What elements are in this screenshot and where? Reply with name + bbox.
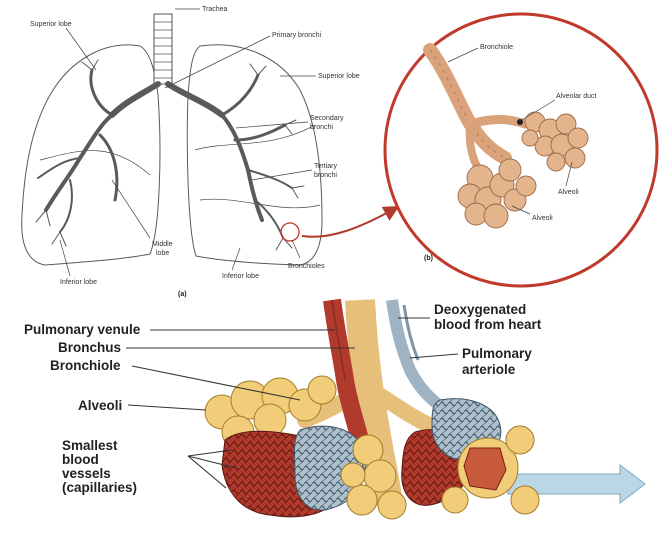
label-bronchus: Bronchus bbox=[58, 340, 121, 355]
lungs-figure-a: Trachea Primary bronchi Superior lobe Su… bbox=[22, 6, 396, 298]
label-secondary-bronchi-1: Secondary bbox=[310, 115, 344, 122]
label-tertiary-bronchi-1: Tertiary bbox=[314, 163, 337, 170]
label-middle-lobe-2: lobe bbox=[156, 250, 169, 257]
label-pulmonary-arteriole-2: arteriole bbox=[462, 362, 516, 377]
right-lung-outline bbox=[187, 45, 322, 265]
bottom-alveoli-illustration: Deoxygenated blood from heart Pulmonary … bbox=[24, 300, 645, 519]
label-pulmonary-arteriole-1: Pulmonary bbox=[462, 346, 532, 361]
label-tertiary-bronchi-2: bronchi bbox=[314, 172, 337, 179]
label-alveolus-inset: Alveoli bbox=[532, 215, 553, 222]
trachea bbox=[154, 14, 172, 84]
label-alveoli-bottom: Alveoli bbox=[78, 398, 122, 413]
label-inferior-lobe-left: Inferior lobe bbox=[60, 279, 97, 286]
alveoli-inset-figure-b: Bronchiole Alveolar duct Alveoli Alveoli… bbox=[385, 14, 657, 286]
label-deoxygenated-1: Deoxygenated bbox=[434, 302, 526, 317]
label-alveoli-inset: Alveoli bbox=[558, 189, 579, 196]
label-superior-lobe-right: Superior lobe bbox=[318, 73, 360, 80]
label-bronchiole-bottom: Bronchiole bbox=[50, 358, 121, 373]
label-middle-lobe-1: Middle bbox=[152, 241, 173, 248]
label-alveolar-duct: Alveolar duct bbox=[556, 93, 597, 100]
label-deoxygenated-2: blood from heart bbox=[434, 317, 542, 332]
label-superior-lobe-left: Superior lobe bbox=[30, 21, 72, 28]
label-capillaries-3: vessels bbox=[62, 466, 111, 481]
label-primary-bronchi: Primary bronchi bbox=[272, 32, 321, 39]
label-capillaries-4: (capillaries) bbox=[62, 480, 137, 495]
figure-b-tag: (b) bbox=[424, 255, 433, 262]
label-bronchioles: Bronchioles bbox=[288, 263, 325, 270]
label-bronchiole-inset: Bronchiole bbox=[480, 44, 513, 51]
label-inferior-lobe-right: Inferior lobe bbox=[222, 273, 259, 280]
figure-a-tag: (a) bbox=[178, 291, 187, 298]
label-secondary-bronchi-2: bronchi bbox=[310, 124, 333, 131]
label-trachea: Trachea bbox=[202, 6, 228, 13]
label-capillaries-2: blood bbox=[62, 452, 99, 467]
label-capillaries-1: Smallest bbox=[62, 438, 118, 453]
label-pulmonary-venule: Pulmonary venule bbox=[24, 322, 141, 337]
